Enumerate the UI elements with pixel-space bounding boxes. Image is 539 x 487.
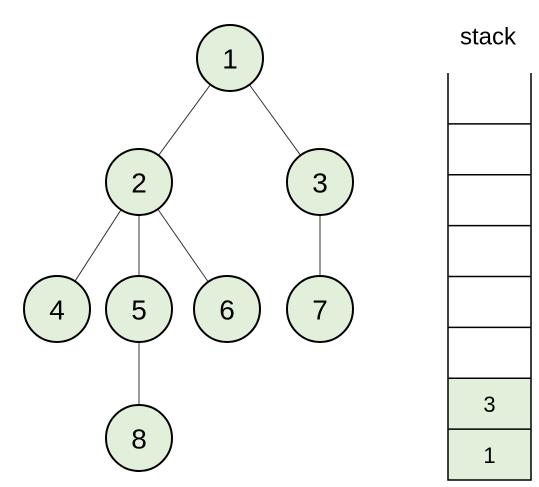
- tree-node-2: 2: [105, 148, 173, 216]
- node-circle: [193, 275, 261, 343]
- stack-title: stack: [460, 24, 517, 51]
- node-circle: [105, 404, 173, 472]
- node-label: 4: [49, 295, 65, 326]
- tree-node-7: 7: [286, 275, 354, 343]
- tree-edges: [74, 84, 321, 405]
- node-label: 8: [131, 424, 147, 455]
- edge-2-4: [74, 209, 122, 282]
- stack: stack 1 3: [447, 24, 532, 481]
- edge-1-3: [248, 84, 302, 156]
- node-label: 5: [131, 295, 147, 326]
- node-circle: [105, 148, 173, 216]
- node-label: 1: [222, 44, 238, 75]
- tree-nodes: 1 2 3 4 5 6 7 8: [23, 24, 354, 472]
- tree-node-6: 6: [193, 275, 261, 343]
- tree-node-5: 5: [105, 275, 173, 343]
- node-label: 7: [312, 295, 328, 326]
- stack-cell-label: 3: [483, 392, 495, 417]
- tree-node-8: 8: [105, 404, 173, 472]
- edge-2-6: [157, 208, 209, 283]
- stack-cell-label: 1: [483, 443, 495, 468]
- node-circle: [196, 24, 264, 92]
- node-label: 3: [312, 168, 328, 199]
- stack-cell-1: [448, 378, 531, 430]
- node-circle: [286, 275, 354, 343]
- node-label: 2: [131, 168, 147, 199]
- node-circle: [105, 275, 173, 343]
- node-circle: [286, 148, 354, 216]
- node-circle: [23, 275, 91, 343]
- tree-node-3: 3: [286, 148, 354, 216]
- tree-node-4: 4: [23, 275, 91, 343]
- edge-1-2: [158, 84, 211, 156]
- node-label: 6: [219, 295, 235, 326]
- tree-node-1: 1: [196, 24, 264, 92]
- stack-cell-0: [448, 429, 531, 480]
